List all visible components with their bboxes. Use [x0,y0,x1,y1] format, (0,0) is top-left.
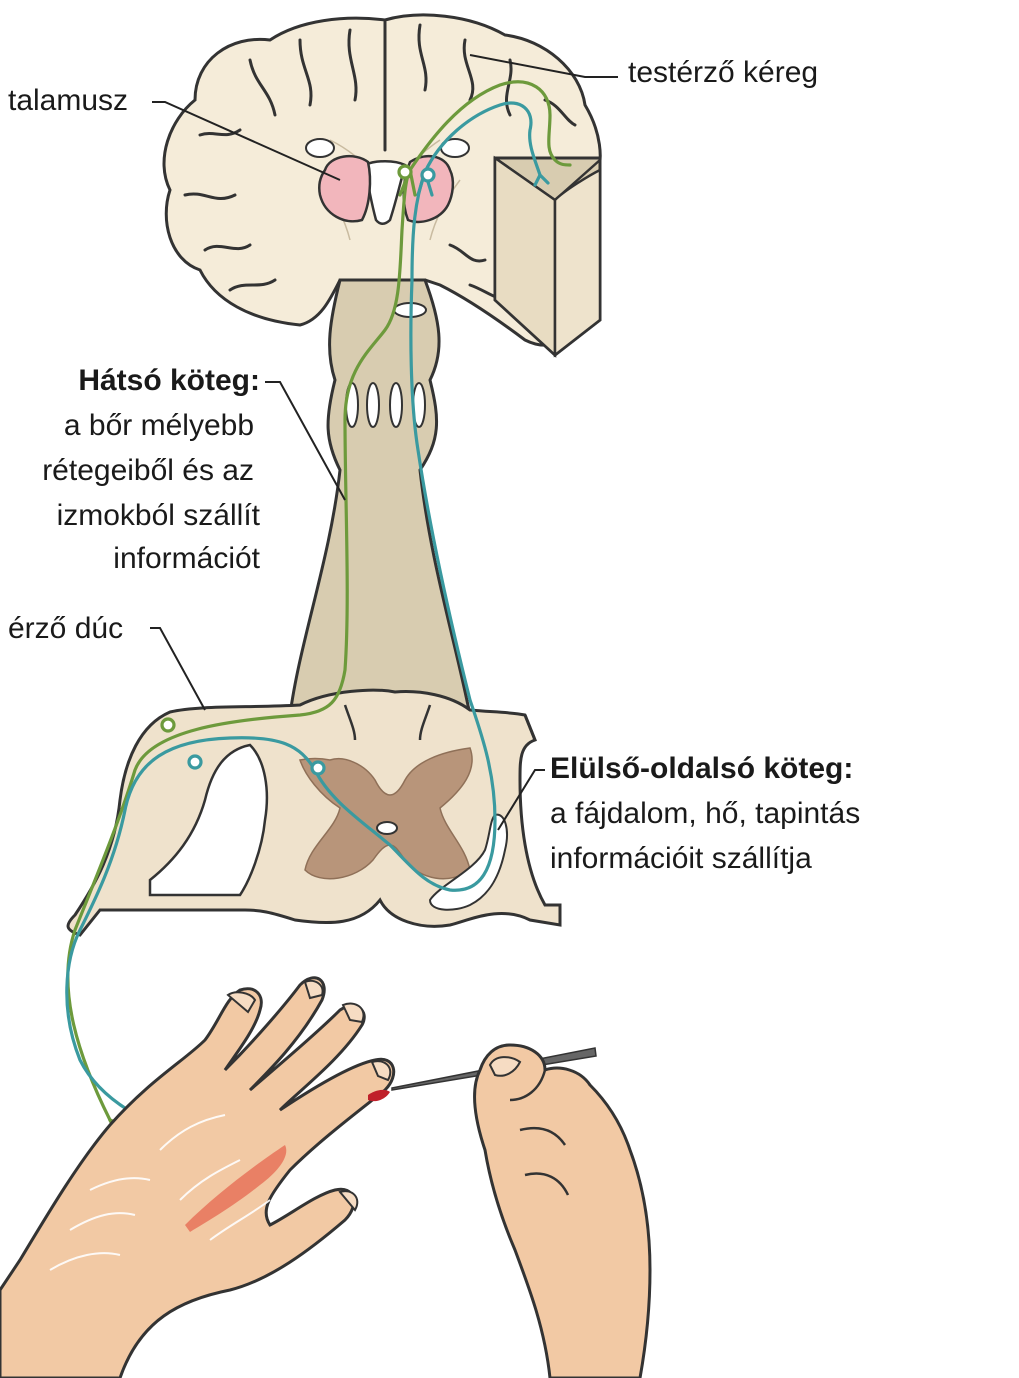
label-dorsal-column-title: Hátsó köteg: [78,360,260,402]
brainstem [288,278,472,717]
leader-anterolateral [497,769,545,831]
dorsal-column-title-text: Hátsó köteg: [78,364,260,397]
hand-muscle [185,1145,287,1232]
leader-dorsal-column [265,381,346,501]
label-thalamus: talamusz [8,84,129,117]
label-dorsal-column-line2: rétegeiből és az [42,454,254,487]
grey-matter [299,747,473,880]
label-somatosensory-cortex: testérző kéreg [628,56,819,89]
central-canal [376,821,398,835]
leader-cortex [469,54,618,78]
label-anterolateral-line2: információit szállítja [550,842,812,875]
ventricle [363,160,407,225]
anterolateral-title-text: Elülső-oldalsó köteg: [550,752,854,785]
hand-left [0,976,396,1378]
brain [162,13,602,358]
label-anterolateral-title: Elülső-oldalsó köteg: [550,748,853,790]
label-dorsal-column-line4: információt [113,542,260,575]
label-anterolateral-line1: a fájdalom, hő, tapintás [550,797,861,830]
leader-ganglion [150,627,206,711]
label-dorsal-column-line1: a bőr mélyebb [63,409,254,442]
dorsal-column-fiber [66,80,572,1122]
label-dorsal-column-line3: izmokból szállít [56,499,260,532]
thalamus-left [317,154,372,223]
hand-right [473,1043,652,1378]
leader-thalamus [152,101,341,181]
label-ganglion: érző dúc [8,612,124,645]
spinal-cord-section [66,688,562,937]
